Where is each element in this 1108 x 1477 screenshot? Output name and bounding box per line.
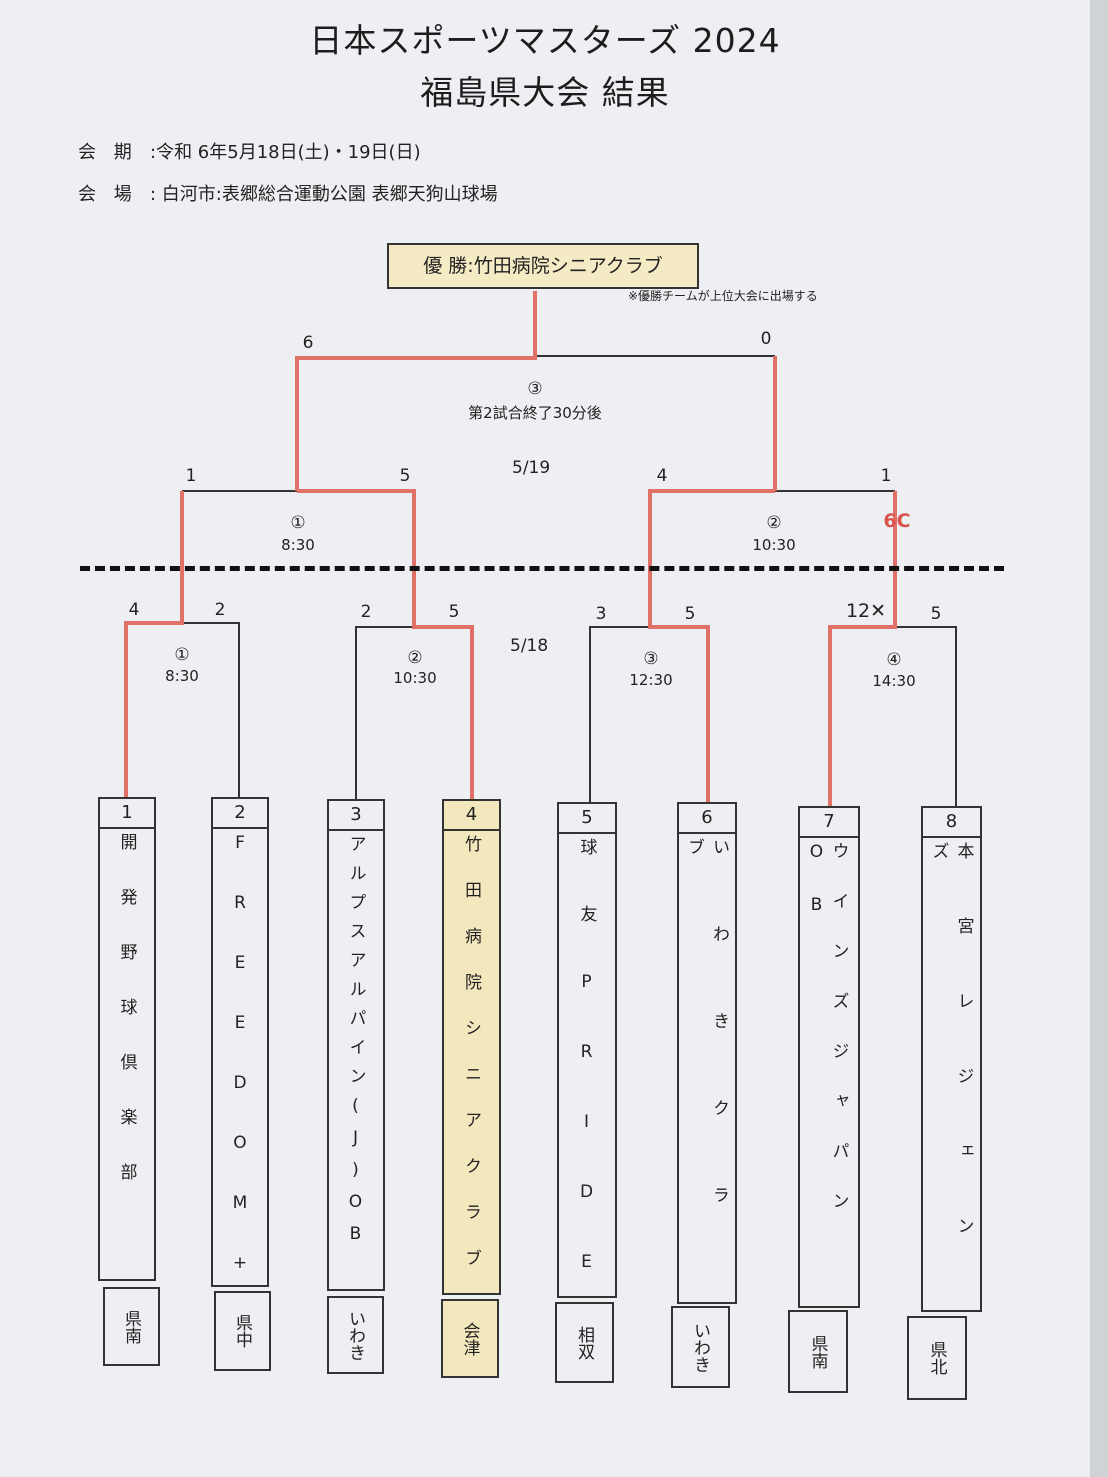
team-1-box: 1 開発野球倶楽部 — [98, 797, 156, 1281]
team-4-prefecture: 会津 — [441, 1299, 499, 1378]
r1m1-match-time: 8:30 — [165, 667, 199, 685]
team-8-name: 本宮レジェンズ — [928, 842, 974, 1292]
final-score-right: 0 — [760, 329, 772, 349]
team-6-number: 6 — [679, 804, 735, 834]
qualification-note: ※優勝チームが上位大会に出場する — [628, 289, 818, 303]
team-7-number: 7 — [800, 808, 858, 838]
sf1-match-number: ① — [290, 513, 306, 533]
team-2-box: 2 FREEDOM+ — [211, 797, 269, 1313]
win-line-team7 — [828, 491, 897, 806]
line-r1m3-left — [589, 626, 650, 802]
sf2-note: 6C — [883, 510, 911, 532]
sf1-score-left: 1 — [185, 466, 197, 486]
final-score-left: 6 — [302, 333, 314, 353]
sf2-score-left: 4 — [656, 466, 668, 486]
team-6-prefecture: いわき — [671, 1306, 730, 1388]
r1m1-score-left: 4 — [128, 600, 140, 620]
line-r1m1-right — [182, 622, 240, 797]
sf2-match-time: 10:30 — [752, 536, 796, 554]
team-2-name: FREEDOM+ — [230, 833, 250, 1313]
r1m4-match-number: ④ — [886, 650, 902, 670]
period-label: 会 期 — [78, 142, 138, 163]
final-match-number: ③ — [527, 379, 543, 399]
venue-value: : 白河市:表郷総合運動公園 表郷天狗山球場 — [150, 184, 498, 205]
r1m4-match-time: 14:30 — [872, 672, 916, 690]
paper-edge — [1090, 0, 1108, 1477]
team-8-box: 8 本宮レジェンズ — [921, 806, 982, 1312]
r1m2-match-number: ② — [407, 648, 423, 668]
team-5-number: 5 — [559, 804, 615, 834]
team-2-number: 2 — [213, 799, 267, 829]
period-value: :令和 6年5月18日(土)・19日(日) — [150, 142, 421, 163]
team-7-box: 7 ウインズジャパンOB — [798, 806, 860, 1308]
team-4-box: 4 竹田病院シニアクラブ — [442, 799, 501, 1295]
r1m3-score-left: 3 — [595, 604, 607, 624]
win-line-team4 — [297, 489, 474, 799]
team-6-box: 6 いわきクラブ — [677, 802, 737, 1304]
r1m4-score-right: 5 — [930, 604, 942, 624]
title-line-2: 福島県大会 結果 — [420, 73, 670, 112]
team-1-name: 開発野球倶楽部 — [116, 833, 137, 1218]
team-1-number: 1 — [100, 799, 154, 829]
r1m2-score-left: 2 — [360, 602, 372, 622]
r1m1-match-number: ① — [174, 645, 190, 665]
win-line-team1 — [124, 491, 184, 797]
team-3-prefecture: いわき — [327, 1296, 384, 1374]
team-5-name: 球友PRIDE — [576, 838, 597, 1322]
r1m4-score-left: 12✕ — [845, 600, 887, 622]
team-2-prefecture: 県中 — [214, 1291, 271, 1371]
sf2-match-number: ② — [766, 513, 782, 533]
team-4-name: 竹田病院シニアクラブ — [461, 835, 481, 1295]
sf1-score-right: 5 — [399, 466, 411, 486]
r1m3-score-right: 5 — [684, 604, 696, 624]
team-4-number: 4 — [444, 801, 499, 831]
sf1-match-time: 8:30 — [281, 536, 315, 554]
title-line-1: 日本スポーツマスターズ 2024 — [309, 21, 781, 60]
team-5-box: 5 球友PRIDE — [557, 802, 617, 1322]
team-8-number: 8 — [923, 808, 980, 838]
team-7-name: ウインズジャパンOB — [806, 842, 849, 1242]
period-row: 会 期 :令和 6年5月18日(土)・19日(日) — [78, 138, 421, 164]
r1m1-score-right: 2 — [214, 600, 226, 620]
win-line-final-left — [295, 291, 537, 491]
day1-label: 5/18 — [510, 636, 549, 656]
r1m2-score-right: 5 — [448, 602, 460, 622]
win-line-team6 — [648, 489, 775, 802]
day2-label: 5/19 — [512, 458, 551, 478]
r1m2-match-time: 10:30 — [393, 669, 437, 687]
team-7-prefecture: 県南 — [788, 1310, 848, 1393]
line-r1m4-right — [895, 626, 957, 806]
day-divider — [80, 566, 1004, 571]
venue-label: 会 場 — [78, 184, 138, 205]
line-r1m2-left — [355, 626, 414, 799]
team-3-name: アルプスアルパイン(J)OB — [345, 835, 366, 1256]
sf2-score-right: 1 — [880, 466, 892, 486]
team-3-box: 3 アルプスアルパイン(J)OB — [327, 799, 385, 1291]
final-match-time: 第2試合終了30分後 — [468, 404, 602, 422]
team-5-prefecture: 相双 — [555, 1302, 614, 1383]
venue-row: 会 場 : 白河市:表郷総合運動公園 表郷天狗山球場 — [78, 180, 498, 206]
team-3-number: 3 — [329, 801, 383, 831]
team-6-name: いわきクラブ — [684, 838, 729, 1273]
champion-box: 優 勝:竹田病院シニアクラブ — [387, 243, 699, 289]
team-8-prefecture: 県北 — [907, 1316, 967, 1400]
r1m3-match-number: ③ — [643, 649, 659, 669]
r1m3-match-time: 12:30 — [629, 671, 673, 689]
team-1-prefecture: 県南 — [103, 1287, 160, 1366]
